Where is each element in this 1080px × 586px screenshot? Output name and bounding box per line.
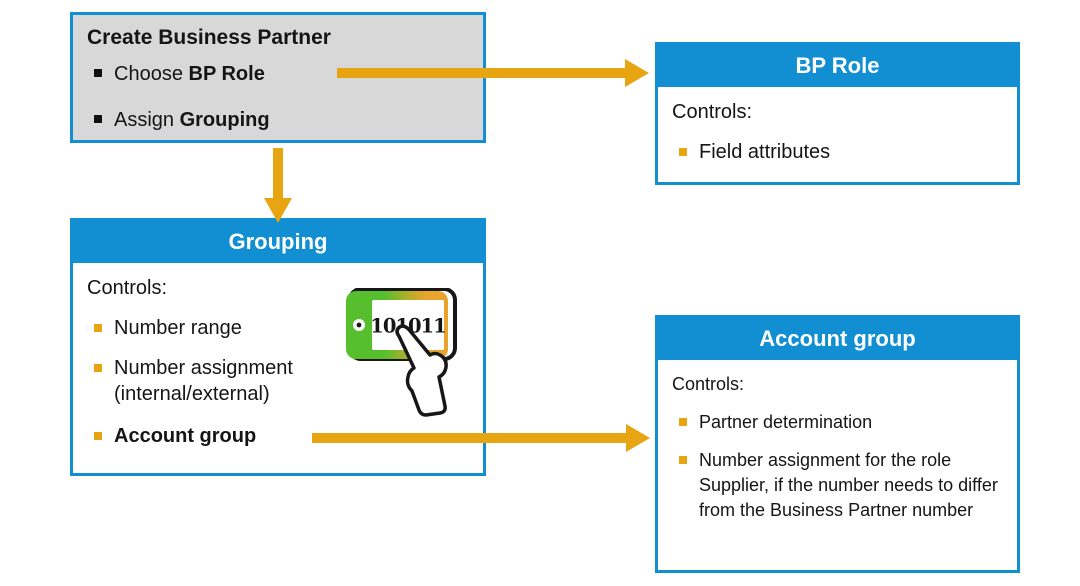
arrow-create-to-grouping-icon (264, 148, 292, 223)
bp-role-box-header: BP Role (658, 45, 1017, 87)
list-item-label: Number range (114, 317, 242, 339)
list-item: Choose BP Role (87, 61, 469, 87)
bp-role-box: BP Role Controls: Field attributes (655, 42, 1020, 185)
bp-role-list: Field attributes (672, 139, 1003, 165)
bullet-square-icon (94, 364, 102, 372)
list-item-label: Choose BP Role (114, 63, 265, 85)
list-item-label: Partner determination (699, 412, 873, 432)
list-item: Account group (87, 423, 339, 449)
tablet-101011-icon: 101011 (346, 288, 457, 417)
bullet-square-icon (679, 456, 687, 464)
list-item-label: Assign Grouping (114, 109, 270, 131)
bullet-square-icon (679, 148, 687, 156)
bullet-square-icon (94, 324, 102, 332)
arrow-create-to-bp-role-icon (337, 59, 649, 87)
controls-label: Controls: (87, 277, 168, 299)
account-group-list: Partner determination Number assignment … (672, 410, 1003, 523)
create-box-list: Choose BP Role Assign Grouping (87, 61, 469, 133)
list-item: Number assignment for the role Supplier,… (672, 448, 1003, 523)
bullet-square-icon (94, 69, 102, 77)
grouping-box-header: Grouping (73, 221, 483, 263)
account-group-box-body: Controls: Partner determination Number a… (658, 360, 1017, 523)
controls-label: Controls: (672, 101, 753, 123)
list-item: Number range (87, 315, 339, 341)
tablet-screen (372, 300, 444, 350)
list-item-label: Account group (114, 425, 257, 447)
list-item: Partner determination (672, 410, 1003, 435)
create-box-title: Create Business Partner (87, 26, 331, 49)
list-item-label: Field attributes (699, 141, 831, 163)
grouping-list: Number range Number assignment (internal… (87, 315, 339, 449)
bullet-square-icon (679, 418, 687, 426)
account-group-box-header: Account group (658, 318, 1017, 360)
device-screen-text: 101011 (370, 315, 445, 338)
bullet-square-icon (94, 115, 102, 123)
list-item-label: Number assignment (internal/external) (114, 357, 293, 405)
bullet-square-icon (94, 432, 102, 440)
arrow-grouping-to-account-group-icon (312, 424, 650, 452)
list-item-label: Number assignment for the role Supplier,… (699, 450, 998, 520)
list-item: Number assignment (internal/external) (87, 355, 339, 407)
account-group-box: Account group Controls: Partner determin… (655, 315, 1020, 573)
bp-role-box-body: Controls: Field attributes (658, 87, 1017, 165)
list-item: Field attributes (672, 139, 1003, 165)
pointing-hand-icon (395, 324, 448, 417)
controls-label: Controls: (672, 374, 745, 394)
list-item: Assign Grouping (87, 107, 469, 133)
grouping-box-body: Controls: Number range Number assignment… (73, 263, 483, 449)
home-button-dot (356, 322, 362, 328)
